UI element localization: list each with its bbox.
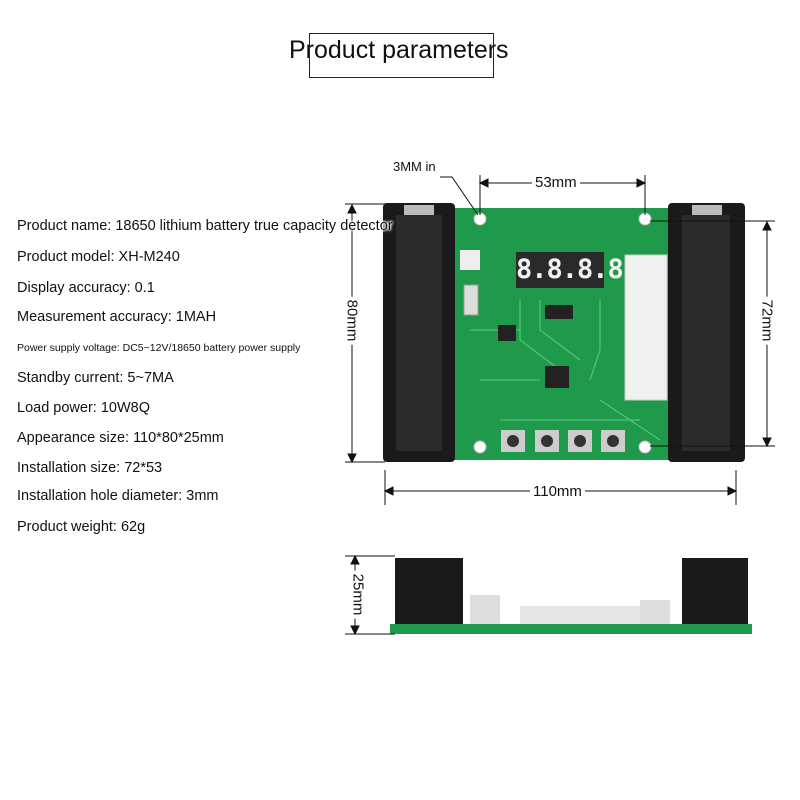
spec-product-model: Product model: XH-M240	[17, 249, 180, 265]
spec-hole-diameter: Installation hole diameter: 3mm	[17, 488, 219, 504]
spec-appearance-size: Appearance size: 110*80*25mm	[17, 430, 224, 446]
title-frame	[309, 33, 494, 78]
led-display: 8.8.8.8	[516, 252, 624, 288]
spec-installation-size: Installation size: 72*53	[17, 460, 163, 476]
hole-diameter-label: 3MM in	[390, 159, 439, 174]
hole-spacing-width-label: 53mm	[532, 174, 580, 191]
battery-holder-right	[668, 203, 745, 462]
battery-holder-left	[383, 203, 455, 462]
spec-weight: Product weight: 62g	[17, 519, 146, 535]
buttons	[501, 430, 625, 452]
depth-label: 25mm	[349, 570, 367, 619]
load-resistor	[624, 254, 668, 401]
spec-power-supply: Power supply voltage: DC5~12V/18650 batt…	[17, 342, 301, 354]
pcb-traces	[470, 300, 661, 441]
spec-display-accuracy: Display accuracy: 0.1	[17, 280, 155, 296]
op-amp-chip	[498, 325, 516, 341]
spec-load-power: Load power: 10W8Q	[17, 400, 150, 416]
width-label: 110mm	[530, 483, 585, 500]
spec-product-name: Product name: 18650 lithium battery true…	[17, 218, 393, 234]
driver-chip	[545, 305, 573, 319]
power-switch	[463, 284, 479, 316]
hole-spacing-height-label: 72mm	[758, 296, 776, 345]
spec-measurement-accuracy: Measurement accuracy: 1MAH	[17, 309, 217, 325]
spec-standby-current: Standby current: 5~7MA	[17, 370, 174, 386]
power-connector	[460, 250, 480, 270]
page-title: Product parameters	[289, 36, 509, 64]
height-label: 80mm	[343, 296, 361, 345]
mcu-chip	[545, 366, 569, 388]
side-view	[390, 558, 752, 634]
mounting-holes	[473, 212, 652, 454]
